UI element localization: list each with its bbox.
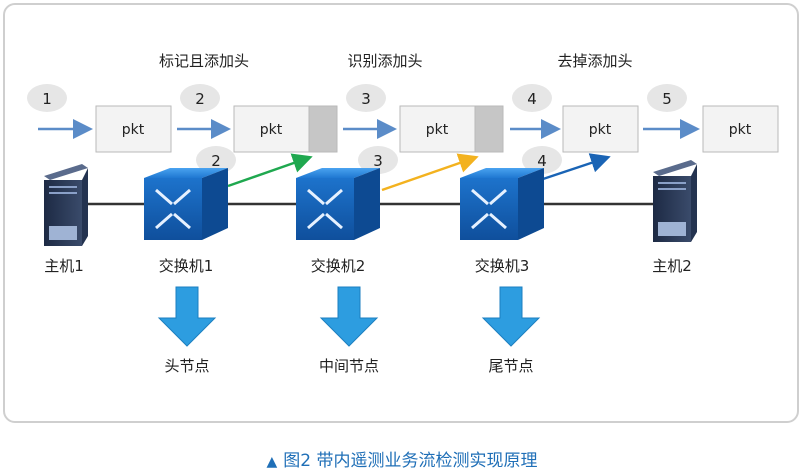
packet-label: pkt xyxy=(426,122,449,138)
switch1-label: 交换机1 xyxy=(159,257,214,275)
packet-3: pkt xyxy=(399,105,504,153)
switch2-to-packet-arrow xyxy=(381,153,479,192)
switch1-icon xyxy=(144,168,228,240)
telemetry-header xyxy=(474,105,504,153)
switch3-label: 交换机3 xyxy=(475,257,530,275)
packet-5: pkt xyxy=(702,105,779,153)
svg-text:3: 3 xyxy=(373,152,383,170)
host2-server-icon xyxy=(653,160,697,242)
step-badge-3-top: 3 xyxy=(346,84,386,112)
packet-label: pkt xyxy=(589,122,612,138)
packet-label: pkt xyxy=(729,122,752,138)
operation-label-1: 标记且添加头 xyxy=(159,52,249,70)
switch2-icon xyxy=(296,168,380,240)
down-arrow-3 xyxy=(481,286,541,347)
host1-label: 主机1 xyxy=(44,257,84,275)
switch1-to-packet-arrow xyxy=(227,153,313,188)
operation-label-2: 识别添加头 xyxy=(347,52,422,70)
caption-text: 图2 带内遥测业务流检测实现原理 xyxy=(283,451,538,471)
host1-server-icon xyxy=(44,164,88,246)
switch3-to-packet-arrow xyxy=(539,153,611,182)
svg-text:1: 1 xyxy=(42,90,52,108)
svg-text:3: 3 xyxy=(361,90,371,108)
packet-2: pkt xyxy=(233,105,338,153)
down-arrow-1 xyxy=(157,286,217,347)
diagram-frame xyxy=(3,3,799,423)
operation-label-3: 去掉添加头 xyxy=(557,52,632,70)
switch3-icon xyxy=(460,168,544,240)
node-role-middle: 中间节点 xyxy=(319,357,379,375)
step-badge-4-top: 4 xyxy=(512,84,552,112)
svg-text:2: 2 xyxy=(211,152,221,170)
svg-text:2: 2 xyxy=(195,90,205,108)
node-role-head: 头节点 xyxy=(164,357,209,375)
step-badge-4-low: 4 xyxy=(522,146,562,174)
svg-text:5: 5 xyxy=(662,90,672,108)
switch2-label: 交换机2 xyxy=(311,257,366,275)
node-role-tail: 尾节点 xyxy=(488,357,533,375)
step-badge-3-low: 3 xyxy=(358,146,398,174)
step-badge-5: 5 xyxy=(647,84,687,112)
step-badge-2-top: 2 xyxy=(180,84,220,112)
telemetry-header xyxy=(308,105,338,153)
down-arrow-2 xyxy=(319,286,379,347)
svg-text:4: 4 xyxy=(527,90,537,108)
packet-label: pkt xyxy=(122,122,145,138)
caption-triangle-icon: ▲ xyxy=(266,454,278,470)
packet-1: pkt xyxy=(95,105,172,153)
packet-4: pkt xyxy=(562,105,639,153)
host2-label: 主机2 xyxy=(652,257,692,275)
step-badge-1: 1 xyxy=(27,84,67,112)
step-badge-2-low: 2 xyxy=(196,146,236,174)
svg-text:4: 4 xyxy=(537,152,547,170)
packet-label: pkt xyxy=(260,122,283,138)
figure-caption: ▲ 图2 带内遥测业务流检测实现原理 xyxy=(0,446,804,471)
